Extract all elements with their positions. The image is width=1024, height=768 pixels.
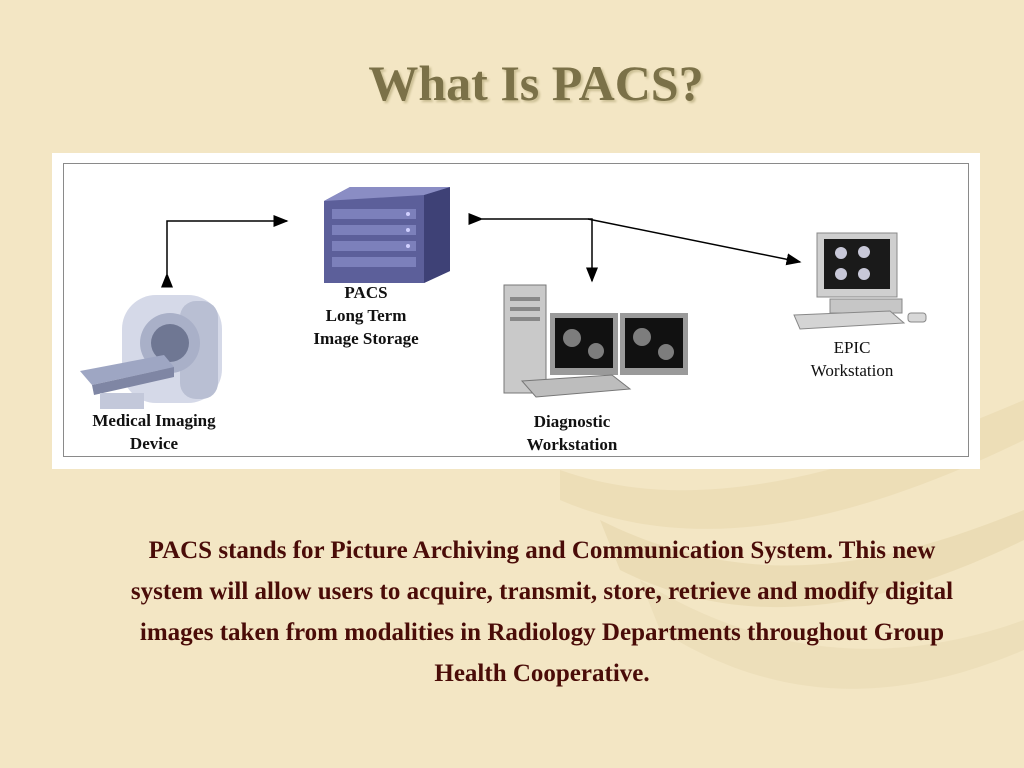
label-pacs-storage: PACS Long Term Image Storage <box>313 283 419 348</box>
ct-scanner-icon <box>80 295 222 409</box>
label-epic-workstation: EPIC Workstation <box>810 338 894 380</box>
epic-workstation-icon <box>793 232 927 330</box>
slide-title: What Is PACS? <box>368 55 704 111</box>
diagnostic-workstation-icon <box>503 284 688 398</box>
diagram-graphics <box>80 187 927 409</box>
label-medical-imaging-device: Medical Imaging Device <box>92 411 216 453</box>
pacs-server-icon <box>324 187 450 283</box>
connector-arrows <box>161 213 802 288</box>
diagram-border <box>63 163 969 457</box>
pacs-description: PACS stands for Picture Archiving and Co… <box>130 537 954 687</box>
pacs-diagram: PACS Long Term Image Storage Medical Ima… <box>52 153 980 469</box>
label-diagnostic-workstation: Diagnostic Workstation <box>526 412 618 454</box>
